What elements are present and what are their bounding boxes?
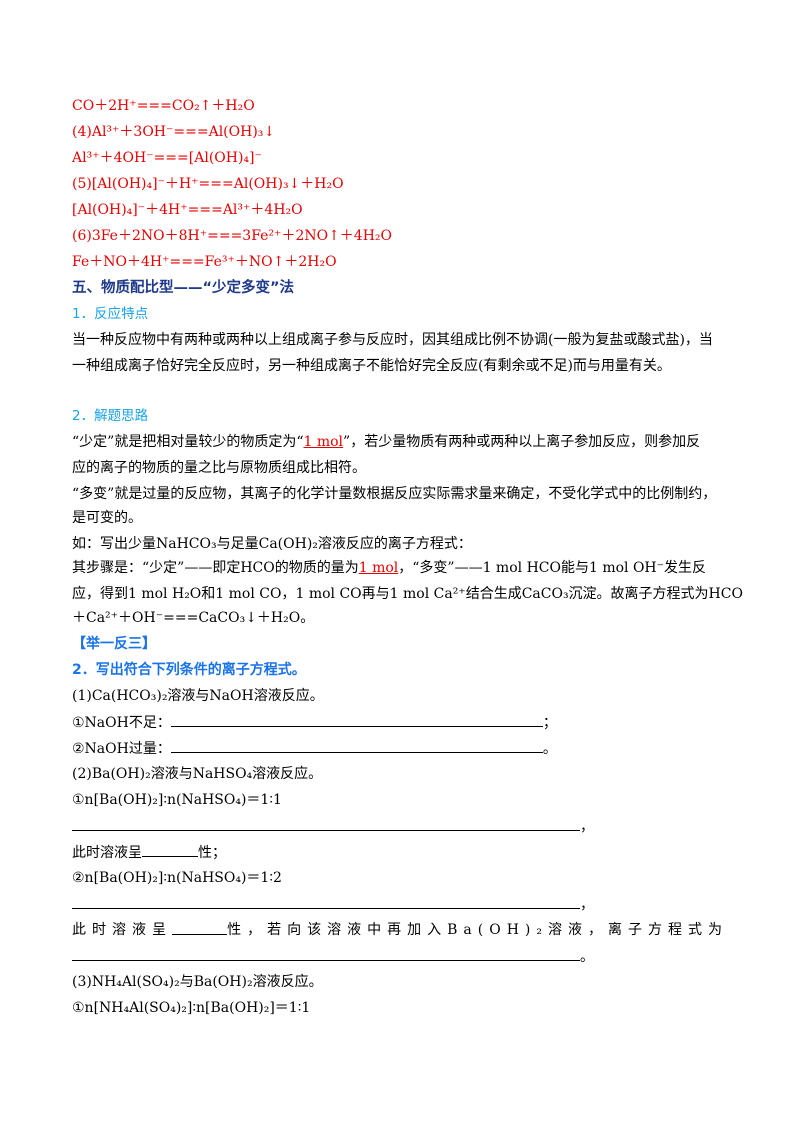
- steps-line-3: ＋Ca²⁺＋OH⁻===CaCO₃↓＋H₂O。: [72, 610, 315, 626]
- answer-line-2b: ，: [72, 894, 594, 915]
- answer-blank-2a[interactable]: [72, 816, 580, 831]
- question-3: (3)NH₄Al(SO₄)₂与Ba(OH)₂溶液反应。: [72, 974, 323, 990]
- subheading-reaction-features: 1．反应特点: [72, 306, 149, 322]
- question-2a-state: 此时溶液呈 性；: [72, 842, 226, 863]
- answer-line-1: CO＋2H⁺===CO₂↑＋H₂O: [72, 98, 255, 114]
- answer-line-2a: ，: [72, 816, 594, 837]
- answer-blank-1a[interactable]: [170, 712, 543, 727]
- state-blank-2a[interactable]: [142, 842, 198, 857]
- state-mid-2b: 性，若向该溶液中再加入Ba(OH)₂溶液，离子方程式为: [227, 922, 728, 938]
- answer-line-4: (5)[Al(OH)₄]⁻＋H⁺===Al(OH)₃↓＋H₂O: [72, 176, 344, 192]
- steps-line-2: 应，得到1 mol H₂O和1 mol CO，1 mol CO再与1 mol C…: [72, 586, 743, 602]
- paragraph-2-text-a: “少定”就是把相对量较少的物质定为“: [72, 434, 304, 450]
- answer-blank-2b-extra[interactable]: [72, 946, 580, 961]
- question-1: (1)Ca(HCO₃)₂溶液与NaOH溶液反应。: [72, 688, 324, 704]
- state-blank-2b[interactable]: [172, 920, 228, 935]
- question-2b-state: 此时溶液呈 性，若向该溶液中再加入Ba(OH)₂溶液，离子方程式为: [72, 920, 728, 940]
- answer-line-2b-extra: 。: [72, 946, 594, 967]
- paragraph-2-line-1: “少定”就是把相对量较少的物质定为“1 mol”，若少量物质有两种或两种以上离子…: [72, 432, 700, 452]
- one-mol-highlight-2: 1 mol: [358, 560, 399, 576]
- section-title: 五、物质配比型——“少定多变”法: [72, 280, 295, 296]
- comma-2b: ，: [580, 897, 594, 913]
- answer-line-5: [Al(OH)₄]⁻＋4H⁺===Al³⁺＋4H₂O: [72, 202, 303, 218]
- question-1b-label: ②NaOH过量：: [72, 741, 171, 757]
- question-2b: ②n[Ba(OH)₂]∶n(NaHSO₄)＝1∶2: [72, 870, 282, 886]
- example-line: 如：写出少量NaHCO₃与足量Ca(OH)₂溶液反应的离子方程式：: [72, 536, 472, 552]
- period-2b: 。: [580, 949, 594, 965]
- state-pre-2b: 此时溶液呈: [72, 922, 172, 938]
- paragraph-3-line-2: 是可变的。: [72, 510, 142, 526]
- answer-blank-1b[interactable]: [170, 738, 543, 753]
- one-mol-highlight: 1 mol: [303, 434, 344, 450]
- question-2a: ①n[Ba(OH)₂]∶n(NaHSO₄)＝1∶1: [72, 792, 282, 808]
- paragraph-3-line-1: “多变”就是过量的反应物，其离子的化学计量数根据反应实际需求量来确定，不受化学式…: [72, 486, 717, 502]
- question-1a-end: ；: [542, 715, 557, 731]
- practice-header: 【举一反三】: [72, 636, 156, 652]
- answer-line-3: Al³⁺＋4OH⁻===[Al(OH)₄]⁻: [72, 150, 262, 166]
- paragraph-2-text-b: ”，若少量物质有两种或两种以上离子参加反应，则参加反: [343, 434, 701, 450]
- question-1b: ②NaOH过量： 。: [72, 738, 557, 759]
- state-pre-2a: 此时溶液呈: [72, 845, 142, 861]
- question-2: (2)Ba(OH)₂溶液与NaHSO₄溶液反应。: [72, 766, 323, 782]
- answer-line-6: (6)3Fe＋2NO＋8H⁺===3Fe²⁺＋2NO↑＋4H₂O: [72, 228, 393, 244]
- answer-line-7: Fe＋NO＋4H⁺===Fe³⁺＋NO↑＋2H₂O: [72, 254, 337, 270]
- question-title: 2．写出符合下列条件的离子方程式。: [72, 662, 306, 678]
- paragraph-1-line-2: 一种组成离子恰好完全反应时，另一种组成离子不能恰好完全反应(有剩余或不足)而与用…: [72, 358, 671, 374]
- question-1a-label: ①NaOH不足：: [72, 715, 171, 731]
- answer-blank-2b[interactable]: [72, 894, 580, 909]
- subheading-solving-approach: 2．解题思路: [72, 408, 149, 424]
- answer-line-2: (4)Al³⁺＋3OH⁻===Al(OH)₃↓: [72, 124, 276, 140]
- steps-text-a: 其步骤是：“少定”——即定HCO的物质的量为: [72, 560, 359, 576]
- question-3a: ①n[NH₄Al(SO₄)₂]∶n[Ba(OH)₂]＝1∶1: [72, 1000, 311, 1016]
- paragraph-1-line-1: 当一种反应物中有两种或两种以上组成离子参与反应时，因其组成比例不协调(一般为复盐…: [72, 332, 713, 348]
- steps-line-1: 其步骤是：“少定”——即定HCO的物质的量为1 mol，“多变”——1 mol …: [72, 558, 706, 578]
- question-1b-end: 。: [542, 741, 557, 757]
- steps-text-b: ，“多变”——1 mol HCO能与1 mol OH⁻发生反: [398, 560, 707, 576]
- question-1a: ①NaOH不足： ；: [72, 712, 557, 733]
- paragraph-2-line-2: 应的离子的物质的量之比与原物质组成比相符。: [72, 460, 366, 476]
- state-post-2a: 性；: [198, 845, 226, 861]
- comma-2a: ，: [580, 819, 594, 835]
